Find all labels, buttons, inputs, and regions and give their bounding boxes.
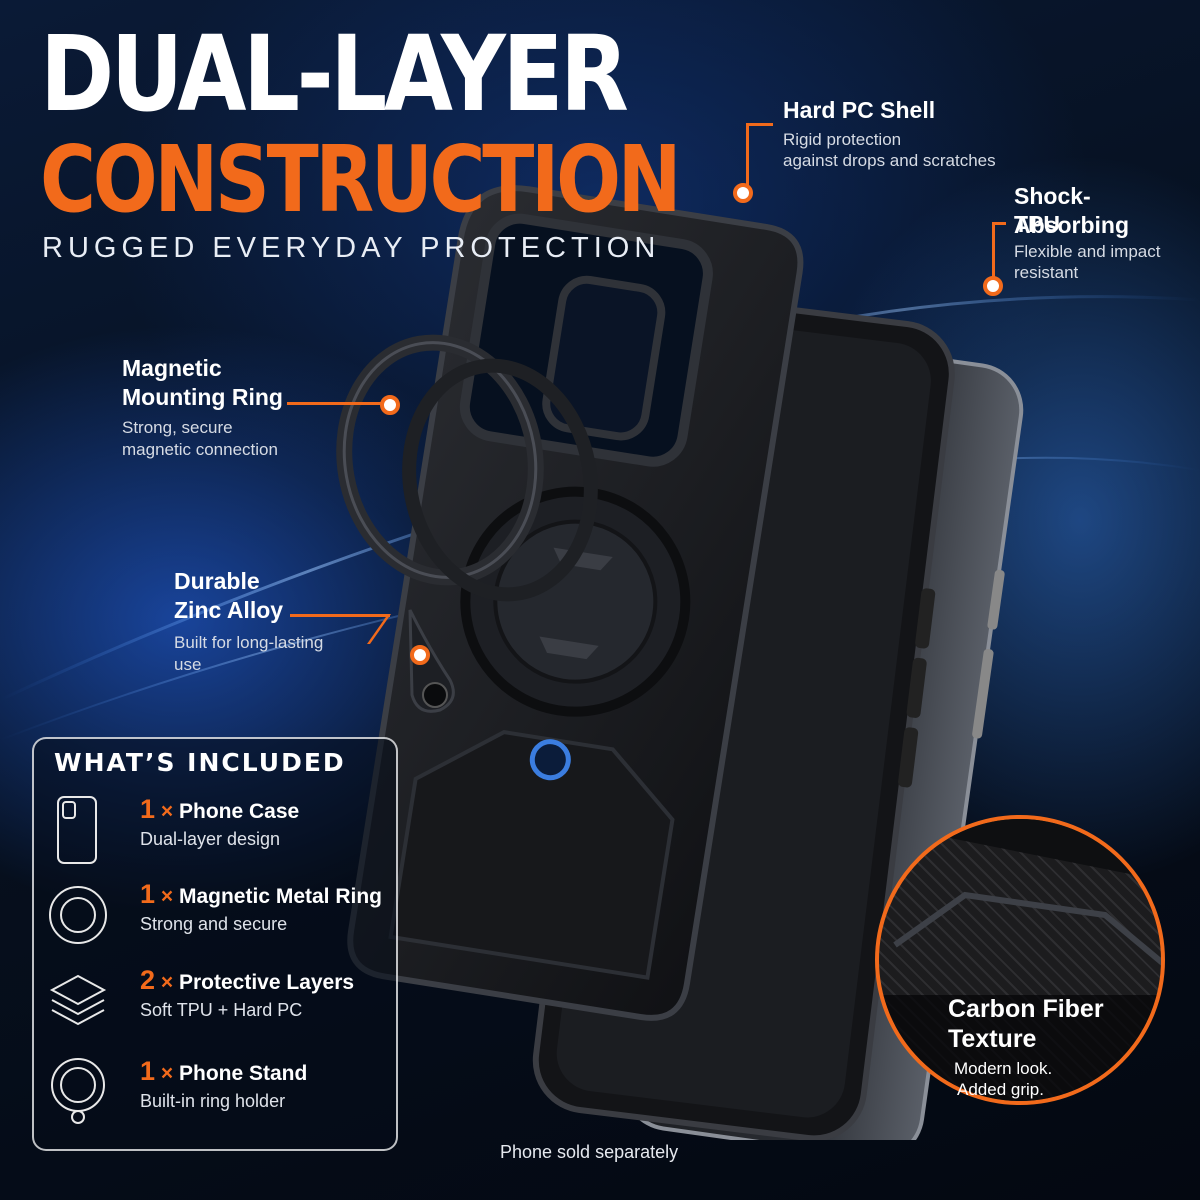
included-name: Phone Case bbox=[178, 800, 300, 823]
whats-included-panel bbox=[32, 737, 398, 1151]
zinc-title-2: Zinc Alloy bbox=[174, 597, 284, 623]
included-times: × bbox=[160, 885, 174, 908]
ring-callout-desc-2: magnetic connection bbox=[122, 440, 278, 459]
hard-pc-leader-h bbox=[746, 123, 773, 126]
included-item-phone-stand: 1 × Phone Stand Built-in ring holder bbox=[48, 1057, 388, 1127]
included-qty: 1 bbox=[140, 794, 156, 824]
carbon-title-1: Carbon Fiber bbox=[948, 995, 1104, 1023]
tpu-desc-2: resistant bbox=[1014, 263, 1079, 282]
carbon-desc-1: Modern look. bbox=[954, 1059, 1053, 1078]
included-desc: Strong and secure bbox=[140, 914, 288, 934]
zinc-dot bbox=[410, 645, 430, 665]
carbon-fiber-detail bbox=[879, 819, 1161, 1101]
tpu-title-2: TPU bbox=[1014, 211, 1060, 237]
tpu-title-1: Shock-Absorbing bbox=[1014, 183, 1129, 238]
zinc-desc-2: use bbox=[174, 655, 202, 674]
included-qty: 1 bbox=[140, 879, 156, 909]
included-name: Magnetic Metal Ring bbox=[178, 885, 383, 908]
tpu-dot bbox=[983, 276, 1003, 296]
footer-disclaimer: Phone sold separately bbox=[500, 1142, 679, 1162]
headline-line-2: CONSTRUCTION bbox=[40, 126, 682, 233]
hard-pc-desc-2: against drops and scratches bbox=[783, 151, 996, 170]
magnetic-ring bbox=[336, 334, 598, 713]
included-name: Protective Layers bbox=[178, 971, 355, 994]
included-desc: Dual-layer design bbox=[140, 829, 281, 849]
included-qty: 2 bbox=[140, 965, 156, 995]
hard-pc-desc-1: Rigid protection bbox=[783, 130, 902, 149]
zinc-title-1: Durable bbox=[174, 568, 260, 594]
included-desc: Soft TPU + Hard PC bbox=[140, 1000, 303, 1020]
tpu-leader-v bbox=[992, 222, 995, 278]
hard-pc-leader-v bbox=[746, 123, 749, 185]
tpu-leader-h bbox=[992, 222, 1006, 225]
carbon-fiber-zoom bbox=[875, 815, 1165, 1105]
phone-case-icon bbox=[57, 796, 97, 864]
included-desc: Built-in ring holder bbox=[140, 1091, 286, 1111]
ring-stand-icon bbox=[51, 1058, 105, 1124]
included-times: × bbox=[160, 800, 174, 823]
zinc-leader-h bbox=[290, 614, 390, 617]
hard-pc-title: Hard PC Shell bbox=[783, 97, 936, 123]
ring-callout-title-2: Mounting Ring bbox=[122, 384, 283, 410]
ring-icon bbox=[49, 886, 107, 944]
whats-included-title: WHAT’S INCLUDED bbox=[54, 748, 346, 777]
ring-callout-desc-1: Strong, secure bbox=[122, 418, 233, 437]
carbon-desc-2: Added grip. bbox=[957, 1080, 1044, 1099]
layers-icon bbox=[49, 974, 107, 1026]
included-name: Phone Stand bbox=[178, 1062, 308, 1085]
included-item-protective-layers: 2 × Protective Layers Soft TPU + Hard PC bbox=[48, 966, 388, 1036]
tpu-desc-1: Flexible and impact bbox=[1014, 242, 1161, 261]
included-item-phone-case: 1 × Phone Case Dual-layer design bbox=[48, 795, 388, 865]
ring-dot bbox=[380, 395, 400, 415]
ring-callout-title-1: Magnetic bbox=[122, 355, 222, 381]
included-times: × bbox=[160, 971, 174, 994]
carbon-title-2: Texture bbox=[948, 1025, 1037, 1053]
headline-subtitle: RUGGED EVERYDAY PROTECTION bbox=[42, 232, 661, 264]
included-qty: 1 bbox=[140, 1056, 156, 1086]
hard-pc-dot bbox=[733, 183, 753, 203]
included-times: × bbox=[160, 1062, 174, 1085]
ring-leader bbox=[287, 402, 383, 405]
headline-line-1: DUAL-LAYER bbox=[40, 13, 629, 135]
zinc-desc-1: Built for long-lasting bbox=[174, 633, 324, 652]
included-item-magnetic-ring: 1 × Magnetic Metal Ring Strong and secur… bbox=[48, 880, 388, 950]
